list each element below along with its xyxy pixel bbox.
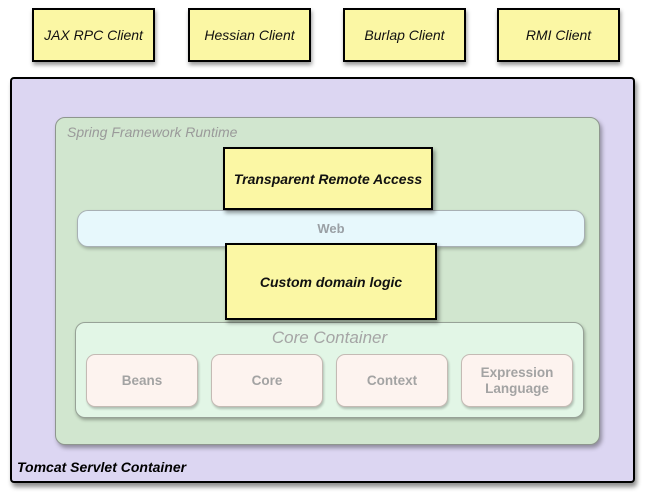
client-box-jax-rpc: JAX RPC Client [32, 8, 155, 62]
spring-framework-runtime: Spring Framework Runtime Web Transparent… [55, 117, 600, 445]
custom-domain-logic-label: Custom domain logic [259, 273, 403, 290]
web-layer: Web [77, 210, 585, 247]
web-layer-label: Web [317, 221, 345, 236]
client-box-label: Hessian Client [204, 27, 295, 43]
client-box-label: RMI Client [525, 27, 592, 43]
core-modules-row: Beans Core Context Expression Language [86, 354, 573, 407]
core-container-label: Core Container [271, 328, 388, 347]
module-label: Beans [121, 372, 163, 388]
client-box-hessian: Hessian Client [188, 8, 311, 62]
module-core: Core [211, 354, 323, 407]
module-context: Context [336, 354, 448, 407]
core-container: Core Container Beans Core Context Expres… [75, 322, 584, 418]
client-box-label: Burlap Client [364, 27, 445, 43]
module-label: Core [251, 372, 283, 388]
module-label: Expression Language [480, 364, 554, 396]
transparent-remote-access-box: Transparent Remote Access [223, 147, 433, 210]
module-beans: Beans [86, 354, 198, 407]
tomcat-servlet-container-label: Tomcat Servlet Container [17, 459, 187, 475]
transparent-remote-access-label: Transparent Remote Access [233, 170, 423, 187]
module-expression-language: Expression Language [461, 354, 573, 407]
client-box-burlap: Burlap Client [343, 8, 466, 62]
tomcat-servlet-container: Spring Framework Runtime Web Transparent… [10, 77, 635, 483]
spring-framework-runtime-label: Spring Framework Runtime [67, 124, 238, 140]
client-box-rmi: RMI Client [497, 8, 620, 62]
custom-domain-logic-box: Custom domain logic [225, 243, 437, 320]
client-box-label: JAX RPC Client [44, 27, 143, 43]
module-label: Context [366, 372, 418, 388]
